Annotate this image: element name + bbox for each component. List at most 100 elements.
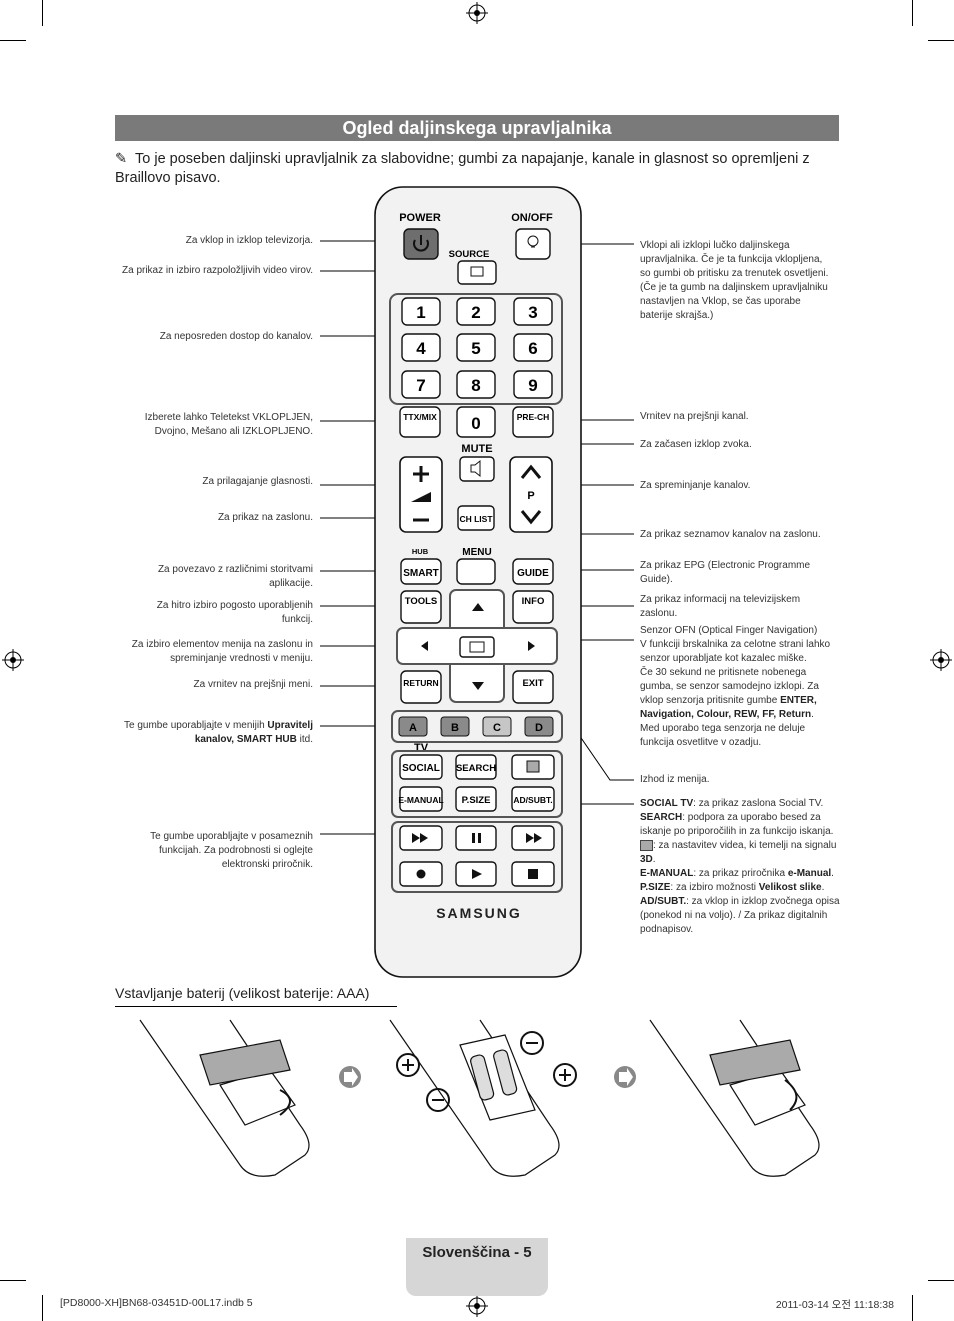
smart-hub-button[interactable] <box>400 558 442 585</box>
menu-button[interactable] <box>456 558 496 585</box>
digit-4[interactable]: 4 <box>416 339 426 358</box>
label-exit: Izhod iz menija. <box>640 774 710 785</box>
tools-label: TOOLS <box>405 596 438 607</box>
source-label: SOURCE <box>449 249 490 260</box>
e-manual-label: E-MANUAL <box>398 795 443 805</box>
color-a-label: A <box>409 722 417 734</box>
label-color-buttons: Te gumbe uporabljajte v menijih Upravite… <box>124 720 313 745</box>
return-label: RETURN <box>403 678 438 688</box>
ch-list-button[interactable] <box>457 505 495 531</box>
registration-mark-icon <box>466 1295 488 1317</box>
label-menu: Za prikaz na zaslonu. <box>217 512 313 523</box>
label-onoff: Vklopi ali izklopi lučko daljinskega upr… <box>640 240 829 321</box>
media-buttons[interactable] <box>399 825 555 887</box>
label-volume: Za prilagajanje glasnosti. <box>202 476 313 487</box>
samsung-logo: SAMSUNG <box>436 905 522 921</box>
battery-heading: Vstavljanje baterij (velikost baterije: … <box>115 985 397 1007</box>
info-label: INFO <box>522 596 545 607</box>
digit-8[interactable]: 8 <box>471 376 480 395</box>
digit-0: 0 <box>471 414 480 433</box>
registration-mark-icon <box>466 2 488 24</box>
label-digits: Za neposreden dostop do kanalov. <box>159 331 313 342</box>
label-mute: Za začasen izklop zvoka. <box>640 439 752 450</box>
intro-note: ✎To je poseben daljinski upravljalnik za… <box>115 150 839 188</box>
smart-label: SMART <box>403 568 439 579</box>
label-guide: Za prikaz EPG (Electronic Programme Guid… <box>640 560 811 585</box>
mute-button[interactable] <box>459 456 495 482</box>
color-b-label: B <box>451 722 459 734</box>
battery-step-2 <box>389 1019 560 1177</box>
label-channel: Za spreminjanje kanalov. <box>640 480 751 491</box>
label-return: Za vrnitev na prejšnji meni. <box>193 679 314 690</box>
search-button[interactable] <box>455 754 497 780</box>
3d-icon <box>640 839 653 851</box>
battery-step-1 <box>139 1019 310 1177</box>
social-button[interactable] <box>399 754 443 780</box>
tv-label: TV <box>414 742 429 754</box>
label-media: Te gumbe uporabljajte v posameznih funkc… <box>150 831 313 870</box>
digit-3[interactable]: 3 <box>528 303 537 322</box>
digit-6[interactable]: 6 <box>528 339 537 358</box>
volume-rocker[interactable] <box>399 456 443 533</box>
battery-illustrations <box>139 1019 820 1177</box>
mute-label: MUTE <box>461 443 492 455</box>
label-prech: Vrnitev na prejšnji kanal. <box>640 411 749 422</box>
hub-label: HUB <box>412 547 429 556</box>
digit-9[interactable]: 9 <box>528 376 537 395</box>
exit-label: EXIT <box>522 678 543 689</box>
digit-7[interactable]: 7 <box>416 376 425 395</box>
registration-mark-icon <box>2 649 24 671</box>
label-power: Za vklop in izklop televizorja. <box>185 235 313 246</box>
e-manual-button[interactable] <box>399 786 443 812</box>
footer-tab <box>406 1238 548 1296</box>
ch-list-label: CH LIST <box>459 514 493 524</box>
digit-1[interactable]: 1 <box>416 303 425 322</box>
intro-text: To je poseben daljinski upravljalnik za … <box>115 151 810 186</box>
power-button[interactable] <box>403 228 439 260</box>
source-button[interactable] <box>457 260 497 285</box>
exit-button[interactable] <box>512 670 554 704</box>
label-info: Za prikaz informacij na televizijskem za… <box>640 594 801 619</box>
channel-p-label: P <box>527 490 534 502</box>
p-size-label: P.SIZE <box>462 795 491 806</box>
ad-subt-button[interactable] <box>511 786 555 812</box>
print-info-right: 2011-03-14 오전 11:18:38 <box>775 1299 894 1311</box>
registration-mark-icon <box>930 649 952 671</box>
digit-2[interactable]: 2 <box>471 303 480 322</box>
guide-button[interactable] <box>512 558 554 585</box>
label-navigation: Za izbiro elementov menija na zaslonu in… <box>131 639 313 664</box>
p-size-button[interactable] <box>455 786 497 812</box>
return-button[interactable] <box>400 670 442 704</box>
channel-rocker[interactable] <box>509 456 553 533</box>
digit-5[interactable]: 5 <box>471 339 480 358</box>
page-title: Ogled daljinskega upravljalnika <box>115 115 839 141</box>
menu-label: MENU <box>462 547 491 558</box>
label-chlist: Za prikaz seznamov kanalov na zaslonu. <box>640 529 821 540</box>
page-footer: Slovenščina - 5 <box>422 1244 532 1261</box>
ttx-mix-button[interactable] <box>399 406 441 438</box>
remote-diagram: POWER ON/OFF SOURCE 1 2 3 4 5 6 7 8 9 <box>320 186 634 978</box>
color-buttons[interactable] <box>398 716 554 737</box>
pre-ch-button[interactable] <box>512 406 554 438</box>
power-label: POWER <box>399 212 441 224</box>
ttx-mix-label: TTX/MIX <box>403 412 437 422</box>
label-smart-hub: Za povezavo z različnimi storitvami apli… <box>157 564 313 589</box>
info-button[interactable] <box>512 590 554 624</box>
digit-0-button[interactable] <box>456 406 496 438</box>
ad-subt-label: AD/SUBT. <box>513 795 552 805</box>
enter-button[interactable] <box>459 636 495 658</box>
3d-button[interactable] <box>511 754 555 780</box>
guide-label: GUIDE <box>517 568 549 579</box>
pre-ch-label: PRE-CH <box>517 412 550 422</box>
battery-step-3 <box>649 1019 820 1177</box>
print-info-left: [PD8000-XH]BN68-03451D-00L17.indb 5 <box>60 1297 253 1309</box>
onoff-label: ON/OFF <box>511 212 553 224</box>
tools-button[interactable] <box>400 590 442 624</box>
search-label: SEARCH <box>456 763 496 774</box>
onoff-button[interactable] <box>515 228 551 260</box>
label-ofn: Senzor OFN (Optical Finger Navigation) V… <box>640 625 831 748</box>
color-d-label: D <box>535 722 543 734</box>
color-c-label: C <box>493 722 501 734</box>
digit-buttons[interactable] <box>401 297 553 399</box>
label-tv-buttons: SOCIAL TV: za prikaz zaslona Social TV. … <box>640 798 840 935</box>
